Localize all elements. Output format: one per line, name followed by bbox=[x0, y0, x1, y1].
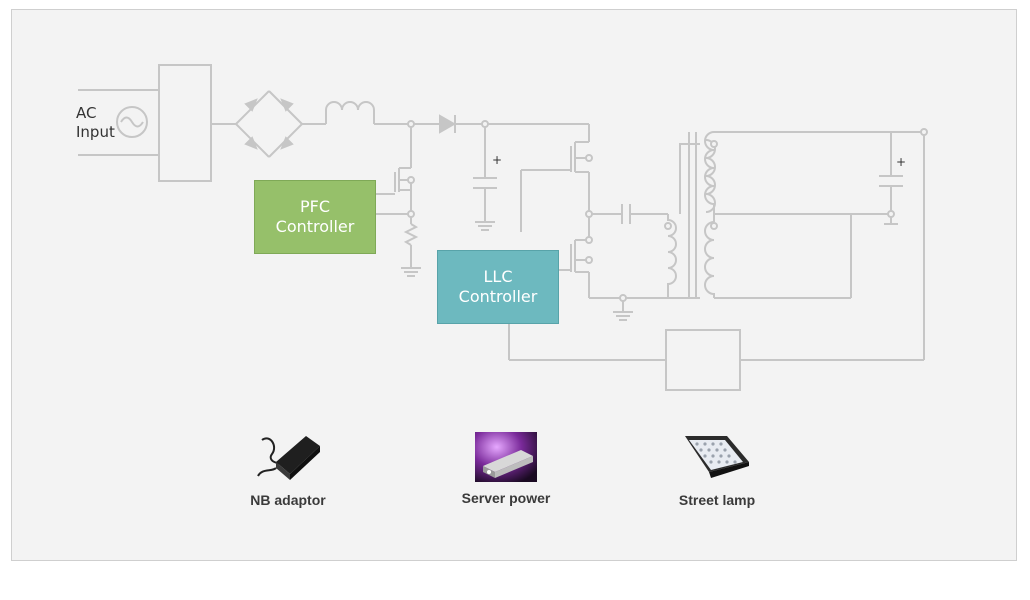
boost-diode bbox=[439, 114, 457, 134]
app-label: NB adaptor bbox=[250, 492, 326, 508]
server-power-icon bbox=[475, 432, 537, 482]
sense-resistor bbox=[403, 223, 419, 246]
app-label: Server power bbox=[461, 490, 551, 506]
ac-source-symbol bbox=[116, 106, 148, 138]
ac-sine-icon bbox=[120, 116, 144, 128]
ac-input-label: AC Input bbox=[76, 104, 115, 141]
application-street-lamp: Street lamp bbox=[657, 432, 777, 508]
application-nb-adaptor: NB adaptor bbox=[228, 432, 348, 508]
llc-controller-block: LLC Controller bbox=[437, 250, 559, 324]
output-cap-plus: + bbox=[896, 155, 906, 169]
laptop-adapter-icon bbox=[257, 436, 320, 480]
feedback-optocoupler-box bbox=[665, 329, 741, 391]
transformer-secondary-bottom bbox=[704, 221, 715, 298]
app-label: Street lamp bbox=[678, 492, 756, 508]
emi-filter-box bbox=[158, 64, 212, 182]
application-server-power: Server power bbox=[446, 432, 566, 506]
pfc-inductor bbox=[325, 101, 375, 124]
pfc-controller-block: PFC Controller bbox=[254, 180, 376, 254]
street-lamp-icon bbox=[685, 436, 749, 478]
resonant-inductor bbox=[667, 214, 677, 298]
bulk-cap-plus: + bbox=[492, 153, 502, 167]
transformer-secondary-top bbox=[704, 131, 715, 222]
bridge-rectifier bbox=[235, 90, 303, 158]
